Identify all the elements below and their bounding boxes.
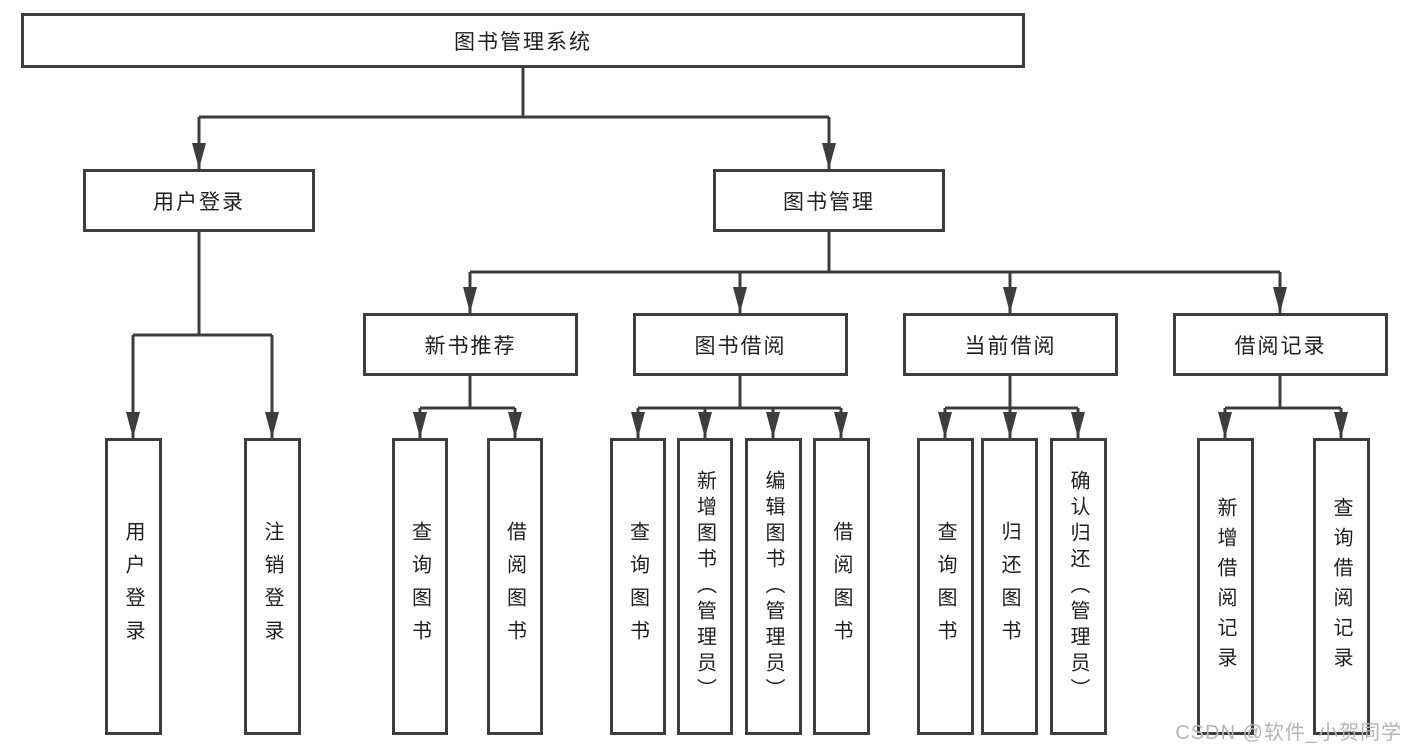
node-label: 借阅图书 — [503, 520, 526, 653]
node-label: 查询借阅记录 — [1330, 496, 1352, 677]
leaf-return-books: 归还图书 — [981, 438, 1038, 735]
node-label: 借阅记录 — [1234, 334, 1327, 358]
leaf-borrow-books: 借阅图书 — [487, 438, 543, 735]
node-label: 用户登录 — [122, 520, 144, 653]
node-label: 归还图书 — [998, 520, 1020, 653]
leaf-borrow-books: 借阅图书 — [813, 438, 870, 735]
node-label: 用户登录 — [153, 190, 245, 214]
leaf-query-borrow-record: 查询借阅记录 — [1313, 438, 1370, 735]
node-current-borrowing: 当前借阅 — [903, 313, 1118, 376]
node-borrowing-records: 借阅记录 — [1173, 313, 1388, 376]
node-label: 新增借阅记录 — [1214, 496, 1236, 677]
node-label: 注销登录 — [261, 520, 283, 653]
node-library-management-system: 图书管理系统 — [21, 13, 1025, 68]
node-label: 图书管理系统 — [454, 30, 592, 54]
leaf-query-books: 查询图书 — [610, 438, 666, 735]
leaf-edit-books-admin: 编辑图书（管理员） — [745, 438, 802, 735]
node-label: 确认归还（管理员） — [1067, 469, 1089, 704]
leaf-add-books-admin: 新增图书（管理员） — [677, 438, 733, 735]
leaf-query-books: 查询图书 — [392, 438, 448, 735]
node-label: 编辑图书（管理员） — [762, 469, 784, 704]
leaf-user-login: 用户登录 — [105, 438, 162, 735]
node-label: 查询图书 — [934, 520, 956, 653]
node-new-book-recommendation: 新书推荐 — [363, 313, 578, 376]
csdn-watermark: CSDN @软件_小贺同学 — [1175, 722, 1402, 744]
node-label: 新增图书（管理员） — [693, 469, 716, 704]
leaf-confirm-return-admin: 确认归还（管理员） — [1050, 438, 1107, 735]
leaf-query-books: 查询图书 — [917, 438, 974, 735]
node-user-login: 用户登录 — [83, 169, 315, 232]
node-label: 新书推荐 — [424, 334, 517, 358]
node-book-management: 图书管理 — [713, 169, 945, 232]
node-label: 查询图书 — [626, 520, 649, 653]
leaf-add-borrow-record: 新增借阅记录 — [1197, 438, 1254, 735]
leaf-logout: 注销登录 — [244, 438, 301, 735]
node-book-borrowing: 图书借阅 — [633, 313, 848, 376]
node-label: 图书管理 — [783, 190, 875, 214]
node-label: 当前借阅 — [964, 334, 1057, 358]
node-label: 借阅图书 — [830, 520, 852, 653]
node-label: 查询图书 — [408, 520, 431, 653]
node-label: 图书借阅 — [694, 334, 787, 358]
